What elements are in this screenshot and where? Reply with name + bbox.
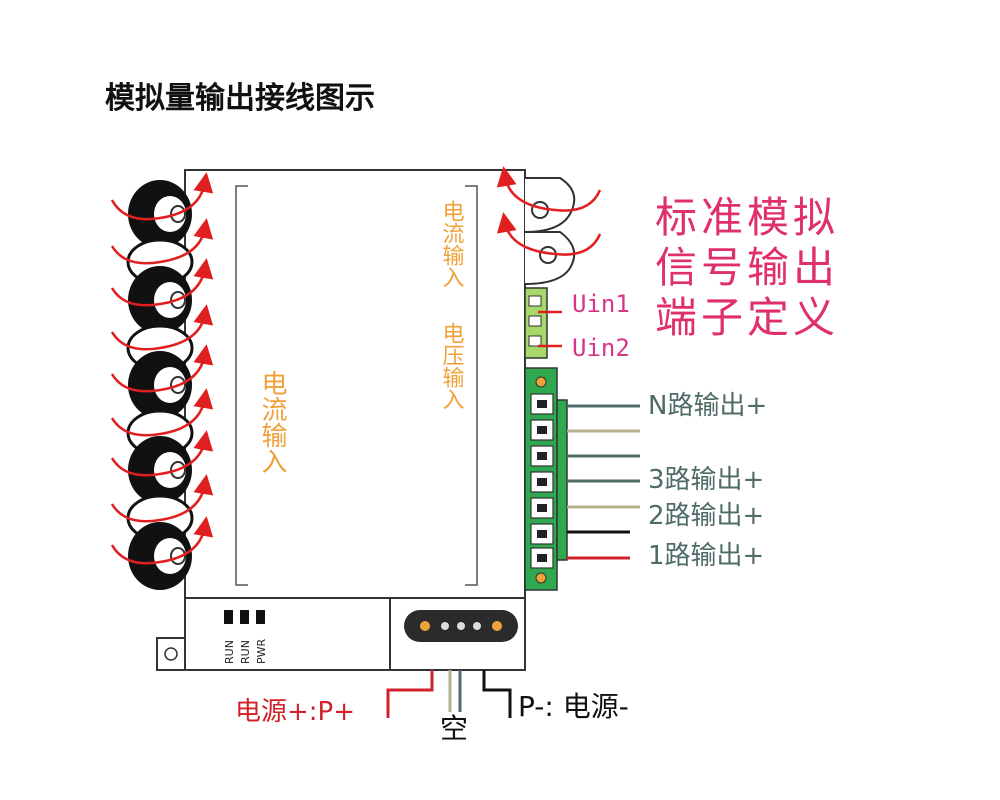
power-positive-label: 电源+:P+ <box>235 697 355 727</box>
page-title: 模拟量输出接线图示 <box>105 81 375 116</box>
current-sensor-rings <box>126 180 194 590</box>
current-input-label: 电流输入 <box>439 200 465 288</box>
power-negative-label: P-: 电源- <box>518 690 629 723</box>
output-terminal-block <box>524 367 568 591</box>
output-label-3: 3路输出+ <box>648 465 764 495</box>
signal-definition-line-1: 标准模拟 <box>655 193 839 242</box>
power-empty-label: 空 <box>440 712 468 745</box>
sensor-ring <box>128 266 192 334</box>
right-rail <box>465 185 478 586</box>
led-label-run-2: RUN <box>239 640 252 664</box>
uin-terminal <box>524 287 562 359</box>
power-wires <box>386 670 512 718</box>
led-pwr <box>256 610 265 624</box>
output-label-n: N路输出+ <box>648 391 767 421</box>
output-label-1: 1路输出+ <box>648 541 764 571</box>
uin1-label: Uin1 <box>572 290 630 318</box>
led-label-pwr: PWR <box>255 638 268 664</box>
uin2-label: Uin2 <box>572 334 630 362</box>
sensor-ring <box>128 180 192 248</box>
led-run-1 <box>224 610 233 624</box>
sensor-ring <box>128 351 192 419</box>
output-label-2: 2路输出+ <box>648 501 764 531</box>
sensor-ring <box>128 522 192 590</box>
left-rail <box>235 185 248 586</box>
module-board <box>184 169 526 599</box>
current-flow-arrows <box>110 172 214 565</box>
sensor-ring <box>128 436 192 504</box>
led-run-2 <box>240 610 249 624</box>
led-indicators <box>224 610 265 624</box>
led-label-run-1: RUN <box>223 640 236 664</box>
power-connector <box>404 610 518 642</box>
mounting-hole <box>164 647 178 661</box>
voltage-input-label: 电压输入 <box>439 322 465 410</box>
voltage-flow-arrows <box>496 166 602 256</box>
signal-definition-line-2: 信号输出 <box>655 243 839 292</box>
voltage-input-rings <box>524 177 576 285</box>
left-current-input-label: 电流输入 <box>257 370 287 474</box>
signal-definition-line-3: 端子定义 <box>655 293 839 342</box>
output-wires <box>567 404 640 560</box>
